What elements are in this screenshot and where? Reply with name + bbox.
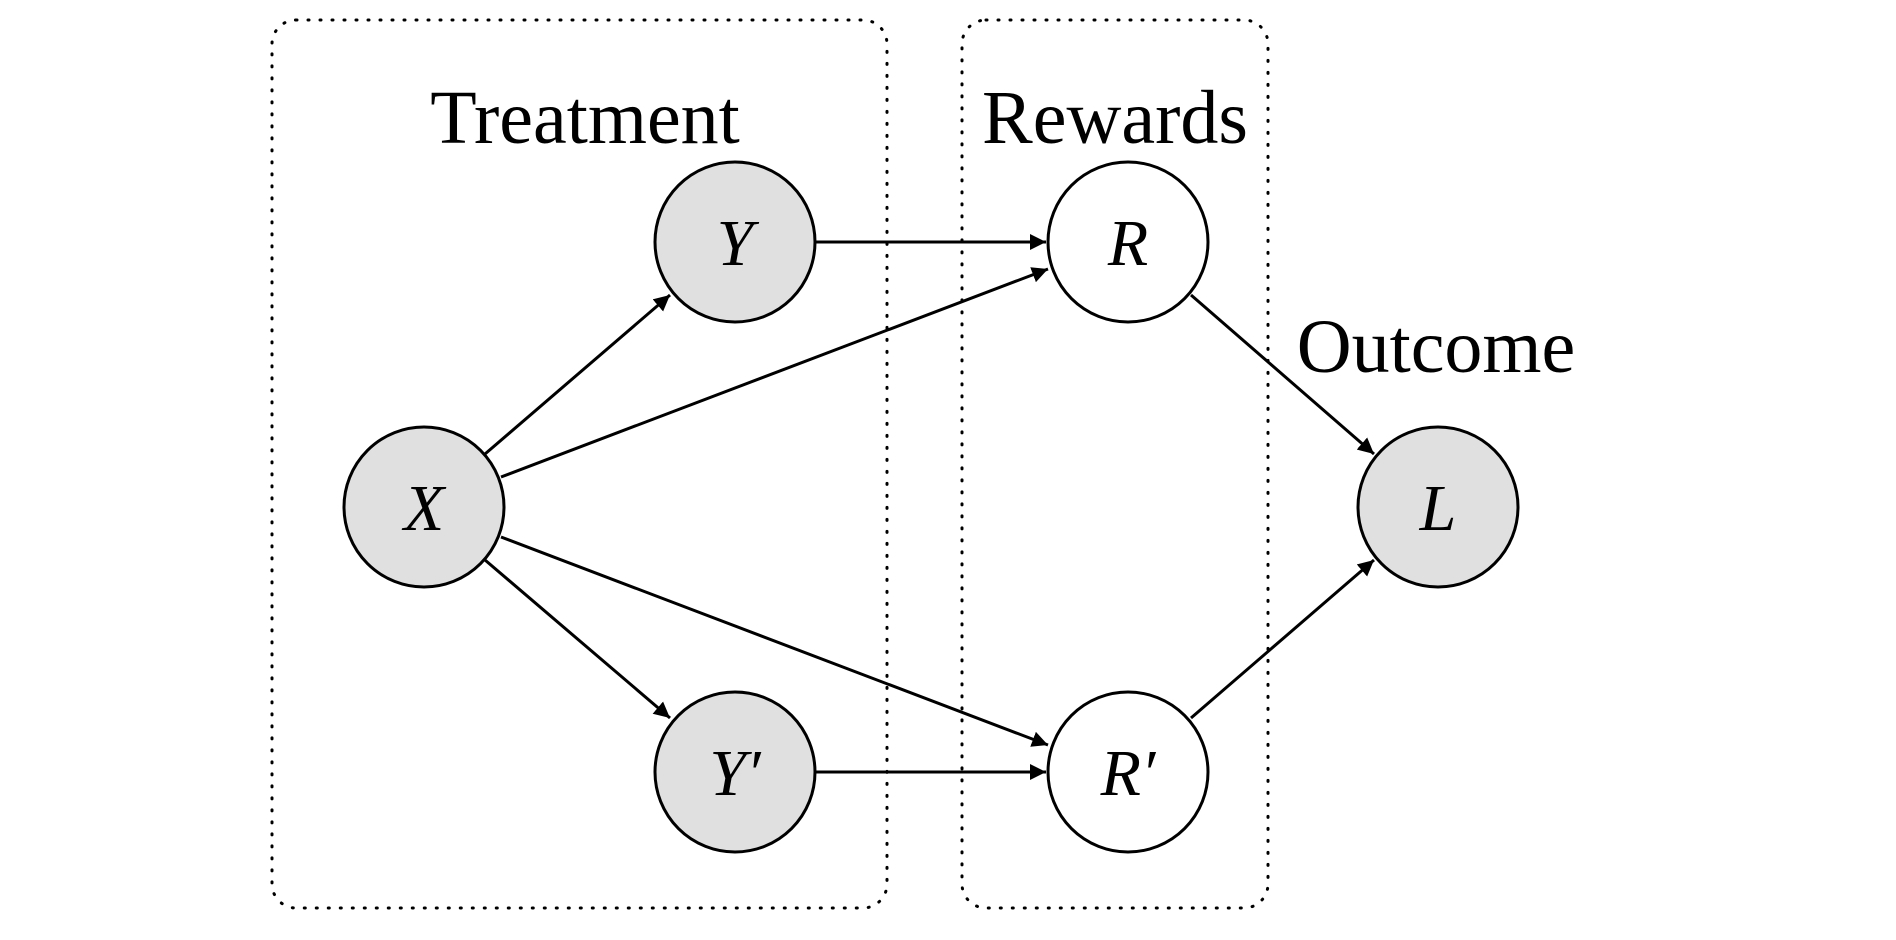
edges (484, 234, 1375, 780)
node-r-circle (1046, 160, 1210, 324)
rewards-group-label: Rewards (982, 76, 1248, 160)
node-x-circle (342, 425, 506, 589)
node-y-prime-circle (653, 690, 817, 854)
node-r-prime-label: R′ (1100, 737, 1157, 810)
edge-r-to-l (1190, 293, 1375, 456)
edge-x-to-r (500, 267, 1049, 479)
edge-x-to-r-prime (500, 535, 1049, 747)
node-y-circle (653, 160, 817, 324)
node-y-label: Y (717, 207, 760, 280)
node-r-prime-circle (1046, 690, 1210, 854)
node-y-prime: Y′ (653, 690, 817, 854)
edge-x-to-y (484, 293, 671, 456)
node-r-label: R (1107, 207, 1148, 280)
edge-r-prime-to-l (1190, 558, 1375, 720)
node-y: Y (653, 160, 817, 324)
node-y-prime-label: Y′ (709, 737, 762, 810)
node-x-label: X (401, 472, 447, 545)
outcome-group-label: Outcome (1297, 305, 1576, 389)
node-l-circle (1356, 425, 1520, 589)
node-l: L (1356, 425, 1520, 589)
node-r-prime: R′ (1046, 690, 1210, 854)
edge-x-to-y-prime (484, 558, 671, 720)
treatment-group-box (270, 18, 889, 910)
node-x: X (342, 425, 506, 589)
node-l-label: L (1419, 472, 1457, 545)
treatment-group-label: Treatment (430, 76, 740, 160)
node-r: R (1046, 160, 1210, 324)
